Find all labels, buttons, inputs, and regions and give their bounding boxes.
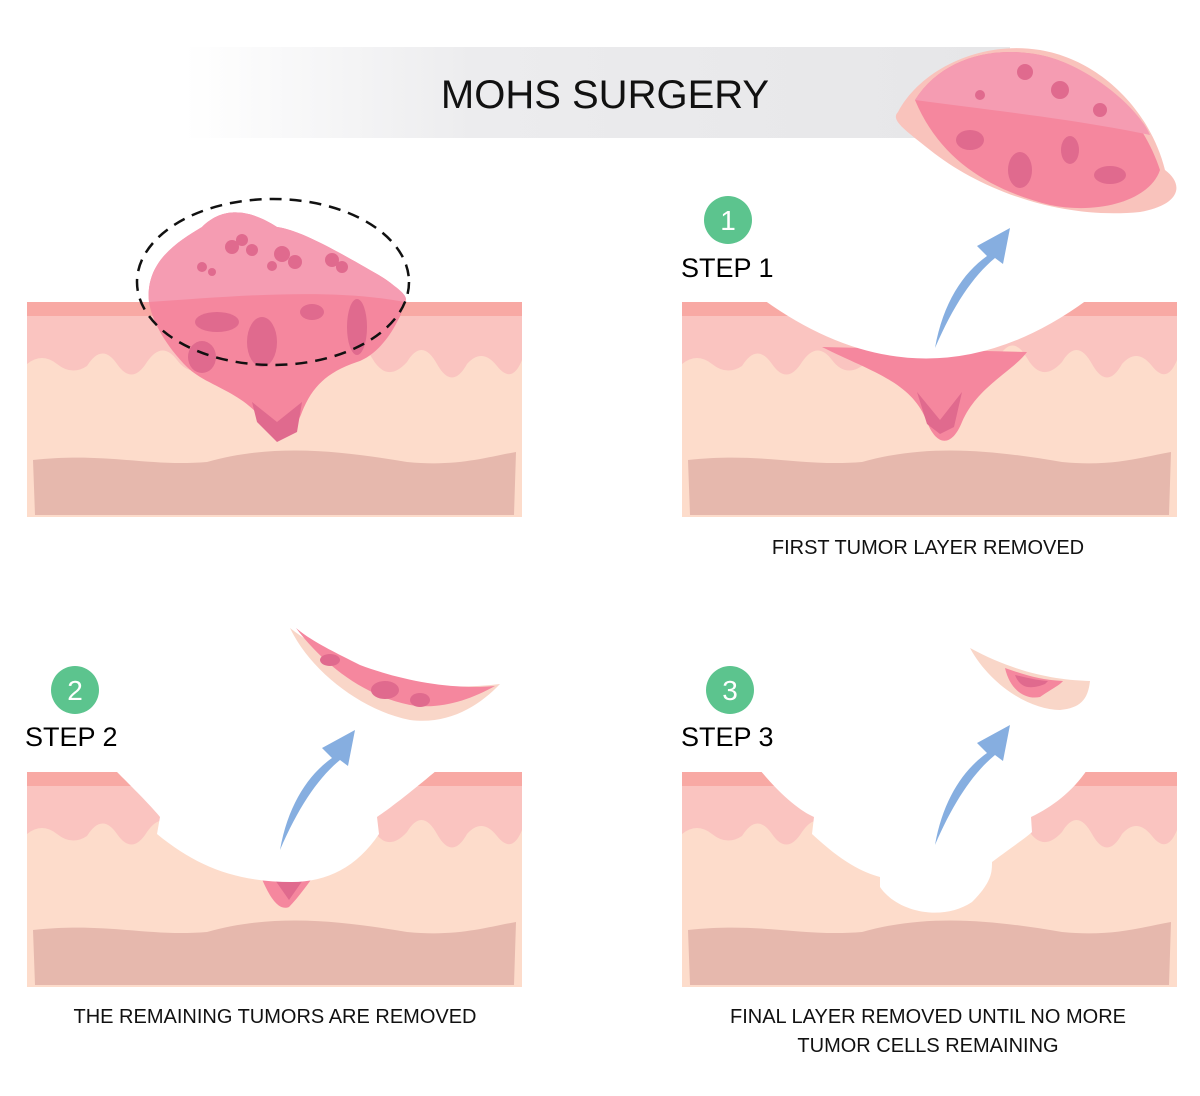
step-1-badge — [704, 196, 752, 244]
panel-step-2 — [27, 770, 522, 987]
removed-layer-1 — [895, 48, 1177, 214]
step-3-badge — [706, 666, 754, 714]
remaining-tumor — [822, 347, 1027, 441]
step-2-label: STEP 2 — [25, 722, 118, 752]
page-title: MOHS SURGERY — [441, 73, 769, 117]
excision-cavity — [764, 300, 1087, 359]
step-3-label: STEP 3 — [681, 722, 774, 752]
step-1-label: STEP 1 — [681, 253, 774, 283]
removed-layer-2 — [290, 628, 500, 721]
step-3-caption-line-1: FINAL LAYER REMOVED UNTIL NO MORE — [730, 1006, 1126, 1028]
panel-step-3 — [682, 770, 1177, 987]
step-2-number: 2 — [67, 675, 83, 706]
step-3-caption-line-2: TUMOR CELLS REMAINING — [797, 1035, 1058, 1057]
panel-step-1 — [682, 300, 1177, 517]
step-1-number: 1 — [720, 205, 736, 236]
step-1-caption: FIRST TUMOR LAYER REMOVED — [772, 537, 1084, 559]
excision-cavity — [115, 770, 437, 882]
excision-cavity — [760, 770, 1087, 913]
step-2-caption: THE REMAINING TUMORS ARE REMOVED — [73, 1006, 476, 1028]
title-banner — [185, 47, 1010, 138]
step-2-badge — [51, 666, 99, 714]
excision-outline — [135, 197, 411, 367]
panel-initial-tumor — [27, 197, 522, 517]
step-3-number: 3 — [722, 675, 738, 706]
tumor-cells — [188, 234, 367, 442]
removed-layer-3 — [970, 648, 1090, 710]
